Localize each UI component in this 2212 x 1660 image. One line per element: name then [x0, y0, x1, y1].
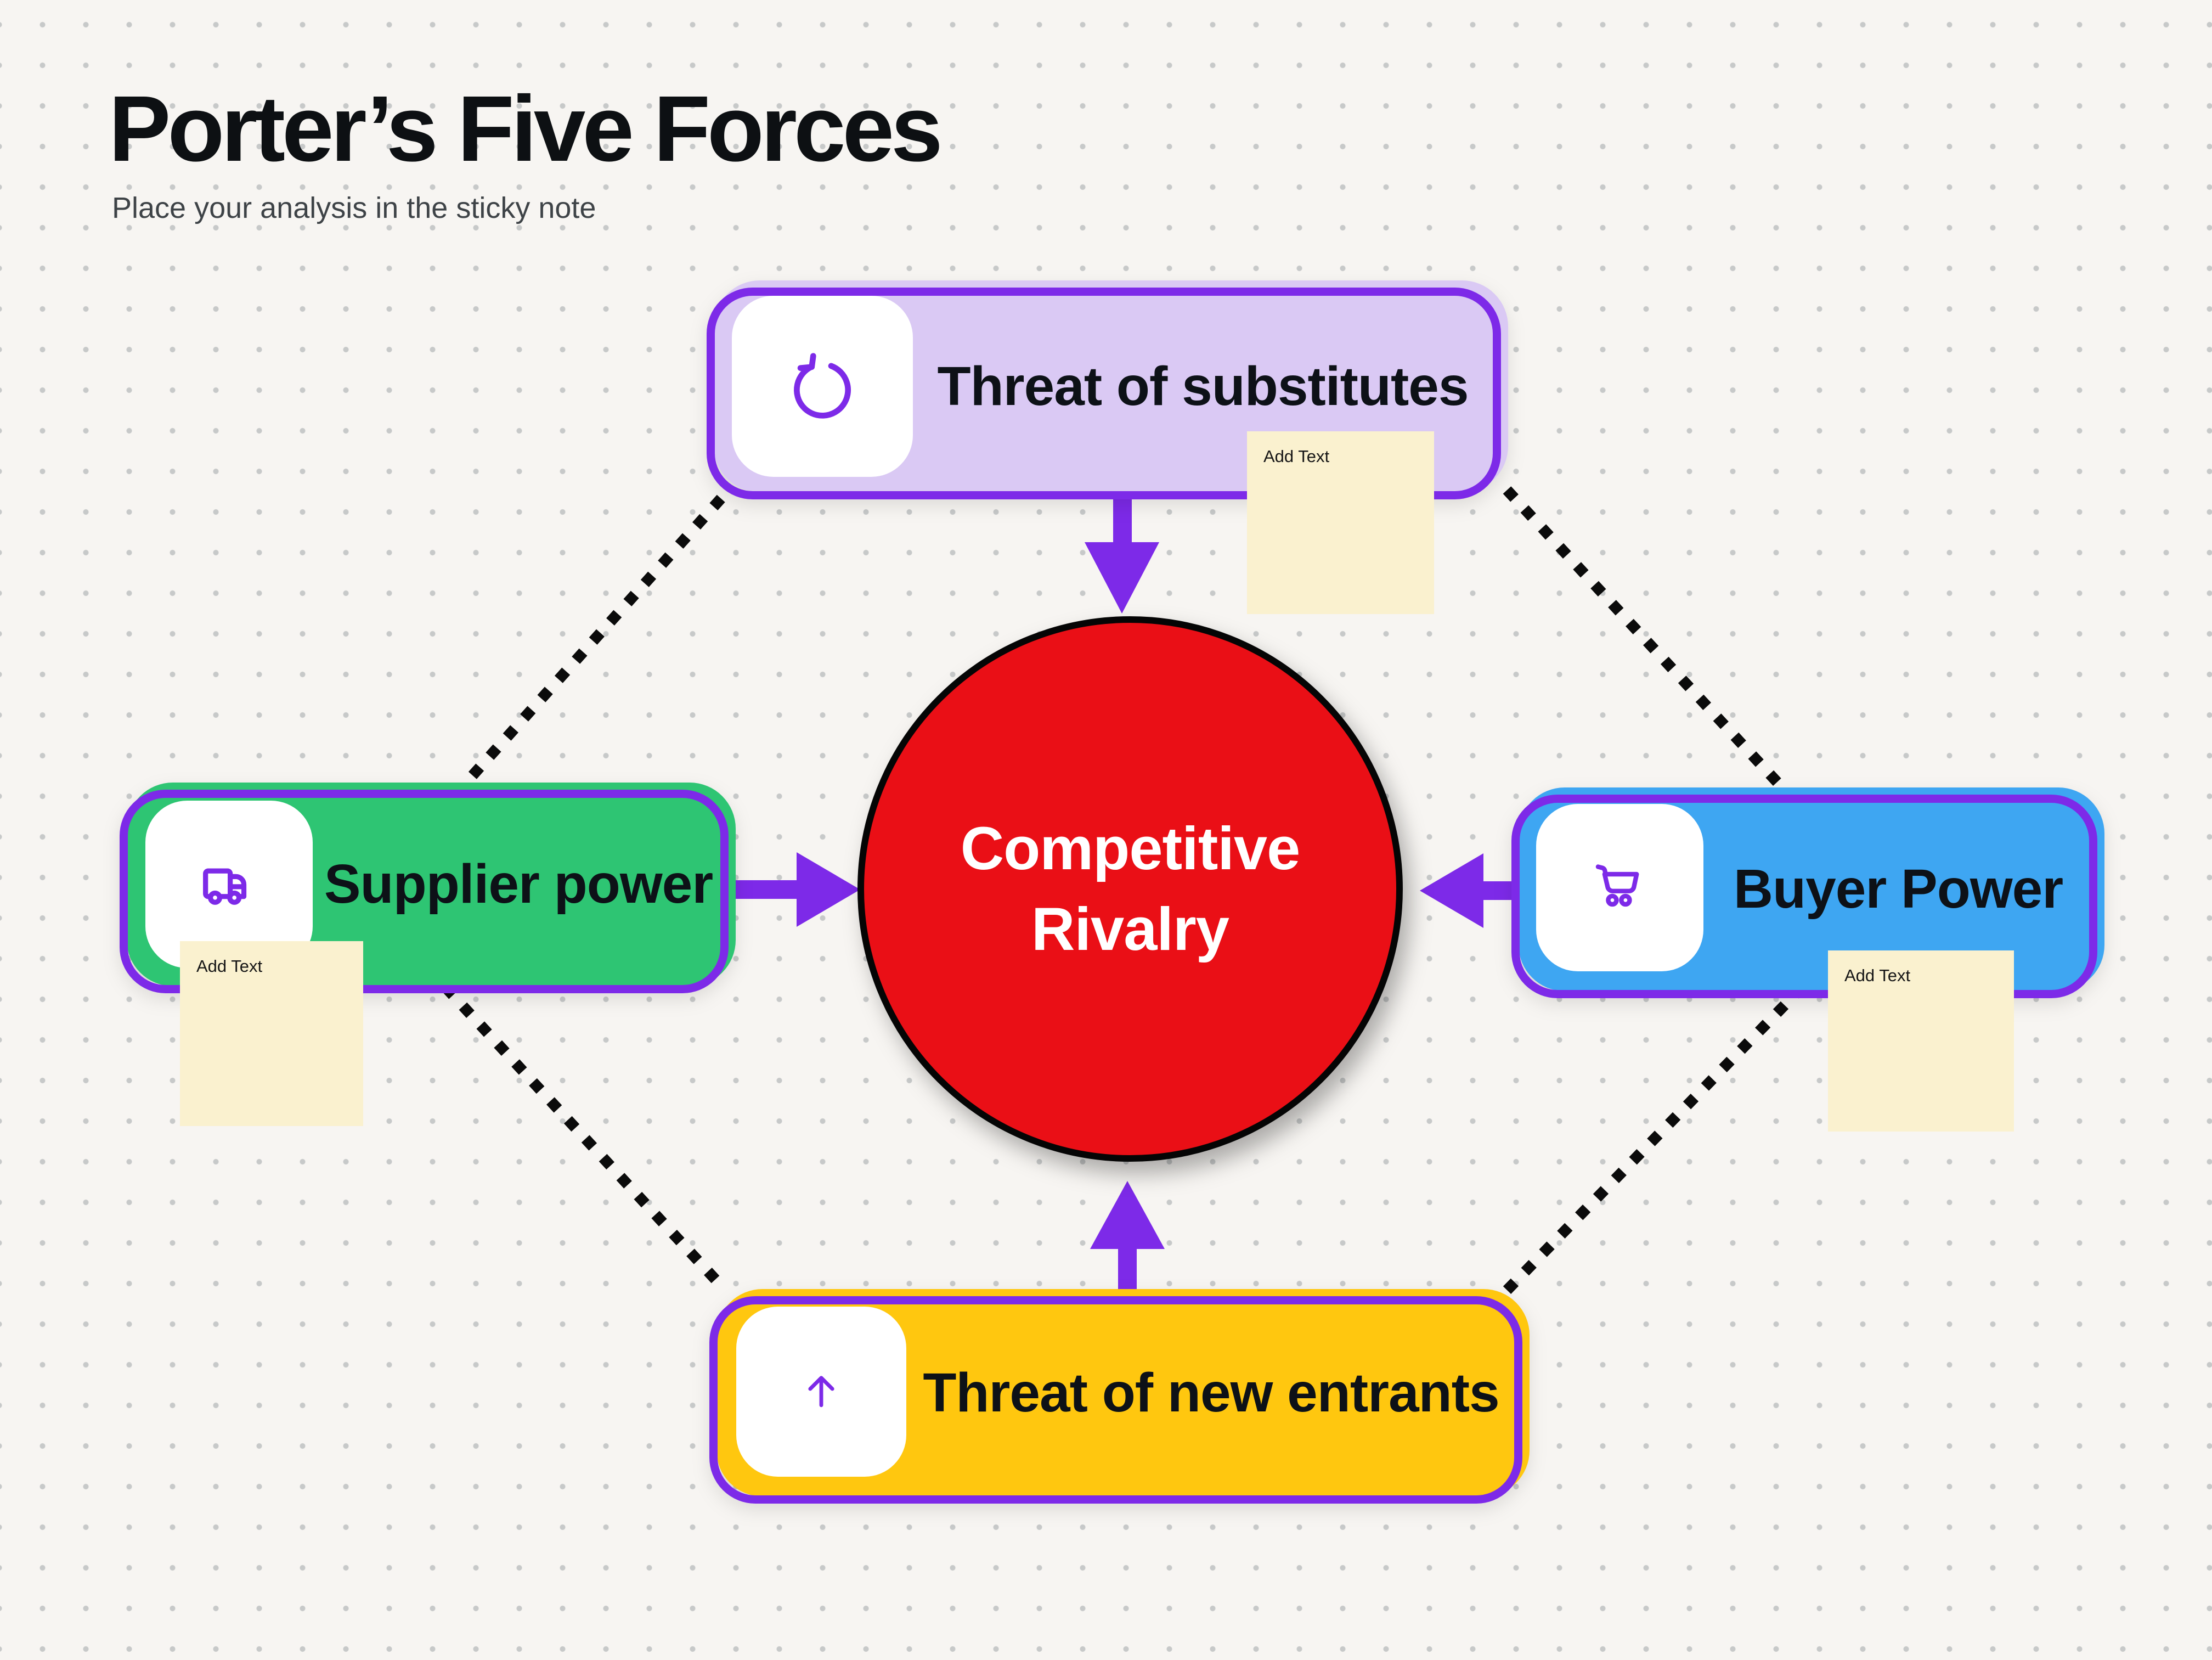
force-box-buyer-power[interactable]: Buyer Power: [1511, 787, 2104, 998]
arrow-down-substitutes-to-center: [1085, 488, 1159, 614]
page-subtitle: Place your analysis in the sticky note: [112, 192, 596, 224]
sticky-note-placeholder: Add Text: [1844, 966, 1911, 985]
force-label-threat-of-new-entrants: Threat of new entrants: [923, 1361, 1499, 1423]
force-label-threat-of-substitutes: Threat of substitutes: [937, 355, 1469, 417]
competitive-rivalry-circle[interactable]: Competitive Rivalry: [857, 616, 1403, 1162]
rotate-ccw-icon: [794, 353, 851, 419]
sticky-note-substitutes[interactable]: Add Text: [1247, 431, 1434, 614]
arrow-up-entrants-to-center: [1090, 1181, 1165, 1292]
icon-tile-entrants: [736, 1307, 906, 1477]
dotted-connector-topright: [1503, 486, 1789, 794]
page-title: Porter’s Five Forces: [109, 77, 943, 181]
icon-tile-substitutes: [732, 296, 913, 477]
dotted-connector-topleft: [451, 486, 733, 798]
sticky-note-placeholder: Add Text: [1263, 447, 1330, 466]
sticky-note-buyer[interactable]: Add Text: [1828, 950, 2014, 1132]
icon-tile-buyer: [1536, 804, 1703, 971]
force-box-threat-of-new-entrants[interactable]: Threat of new entrants: [709, 1289, 1530, 1504]
dotted-connector-bottomright: [1503, 988, 1802, 1294]
arrow-left-buyer-to-center: [1420, 853, 1521, 928]
force-label-supplier-power: Supplier power: [324, 853, 713, 915]
circle-label-line1: Competitive: [960, 815, 1301, 882]
truck-icon: [202, 868, 246, 905]
cart-icon: [1595, 864, 1639, 907]
force-label-buyer-power: Buyer Power: [1733, 858, 2063, 920]
sticky-note-placeholder: Add Text: [196, 956, 263, 976]
sticky-note-supplier[interactable]: Add Text: [180, 941, 363, 1126]
circle-label-line2: Rivalry: [1031, 896, 1229, 963]
icon-tile-supplier: [145, 801, 313, 968]
arrow-right-supplier-to-center: [734, 852, 860, 927]
arrow-up-icon: [808, 1376, 834, 1408]
dotted-connector-bottomleft: [441, 983, 730, 1294]
competitive-rivalry-label: Competitive Rivalry: [960, 808, 1301, 970]
